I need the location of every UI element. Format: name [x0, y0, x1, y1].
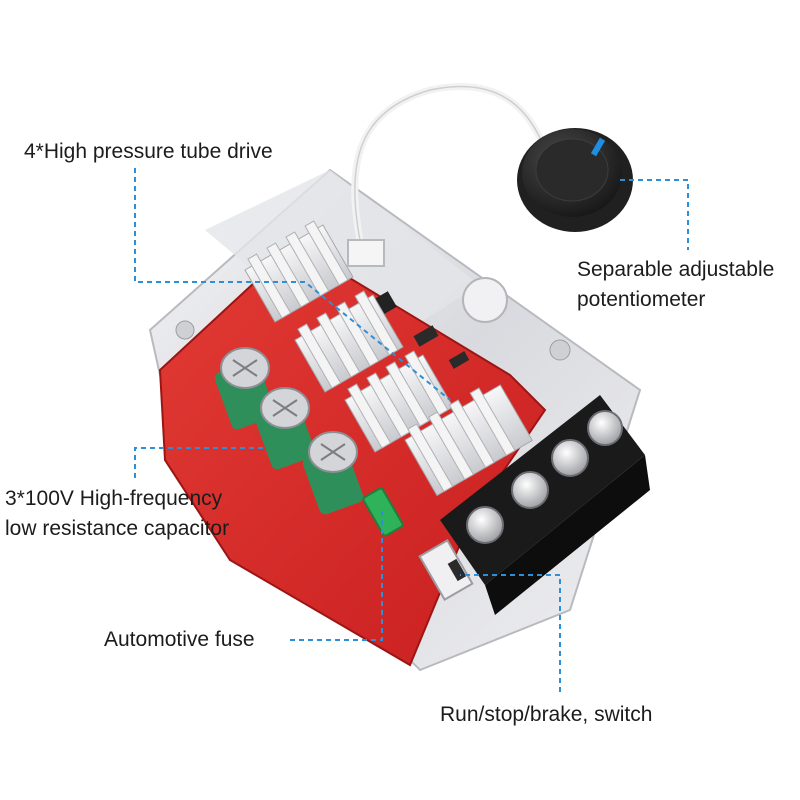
heatsink [404, 384, 533, 497]
heatsink [344, 350, 454, 453]
capacitor [254, 387, 316, 470]
callout-switch-text: Run/stop/brake, switch [440, 703, 653, 726]
capacitor-group [214, 347, 364, 515]
callout-capacitor-line2: low resistance capacitor [5, 517, 230, 540]
heatsink-group [244, 220, 533, 497]
callout-potentiometer-line1: Separable adjustable [577, 258, 775, 281]
terminal-block [440, 395, 650, 615]
callout-potentiometer: Separable adjustable potentiometer [577, 255, 774, 315]
potentiometer [347, 82, 633, 267]
callout-capacitor: 3*100V High-frequency low resistance cap… [5, 484, 229, 544]
callout-potentiometer-line2: potentiometer [577, 288, 706, 311]
leader-line-capacitor [134, 447, 265, 478]
callout-fuse: Automotive fuse [104, 625, 255, 655]
callout-fuse-text: Automotive fuse [104, 628, 255, 651]
heatsink [294, 290, 404, 393]
run-stop-brake-switch [418, 538, 474, 602]
leader-line-potentiometer [620, 179, 689, 250]
heatsink [244, 220, 354, 323]
callout-tube-drive: 4*High pressure tube drive [24, 137, 273, 167]
callout-tube-drive-text: 4*High pressure tube drive [24, 140, 273, 163]
callout-capacitor-line1: 3*100V High-frequency [5, 487, 223, 510]
leader-line-fuse [290, 510, 383, 641]
leader-line-tube [134, 168, 451, 401]
capacitor [302, 431, 364, 515]
leader-lines [134, 168, 689, 692]
callout-switch: Run/stop/brake, switch [440, 700, 652, 730]
leader-line-switch [460, 574, 561, 692]
